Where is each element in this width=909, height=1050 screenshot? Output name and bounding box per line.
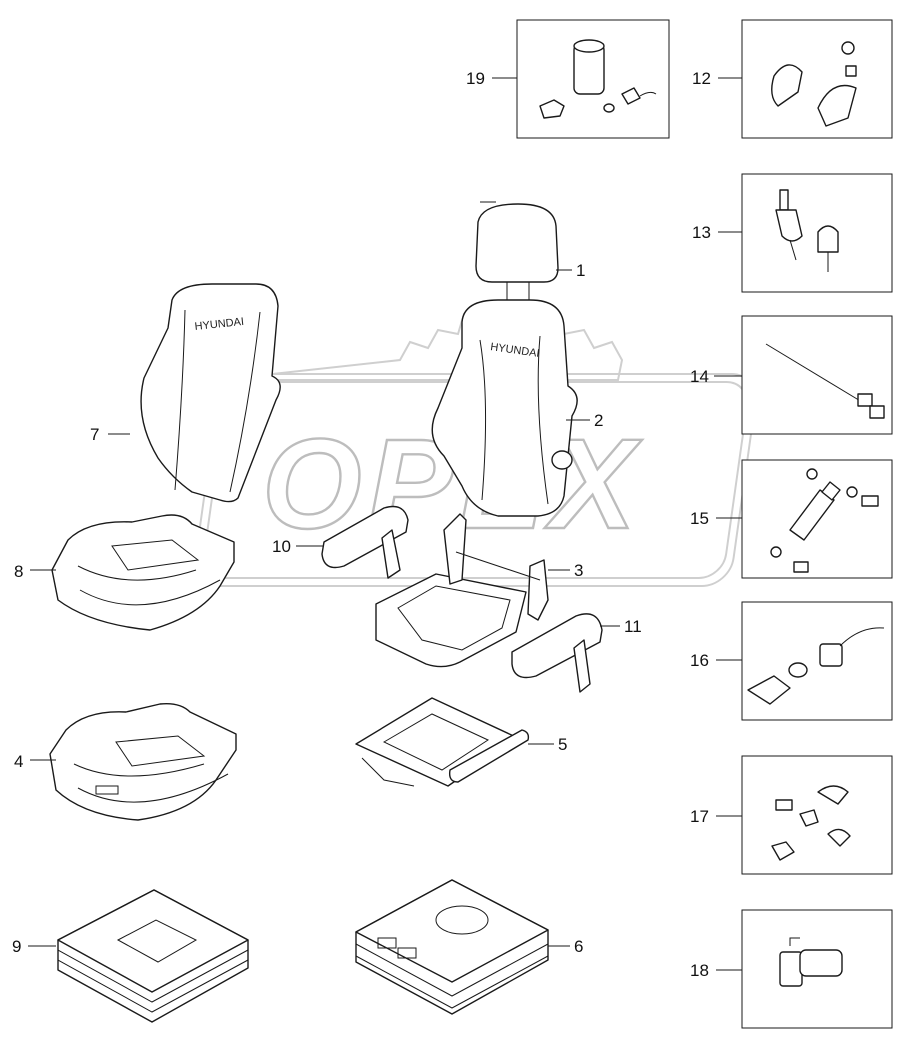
callout-15: 15: [690, 509, 709, 528]
part-11-armrest-right[interactable]: [511, 613, 603, 693]
callout-6: 6: [574, 937, 583, 956]
seat-brand-left: HYUNDAI: [194, 316, 244, 333]
callout-14: 14: [690, 367, 709, 386]
part-16-box[interactable]: [741, 601, 893, 721]
part-4-seat-cushion[interactable]: [49, 702, 237, 821]
callout-11: 11: [624, 617, 642, 636]
part-3-seat-frame[interactable]: [375, 513, 549, 668]
part-5-slide-frame[interactable]: [355, 697, 530, 787]
part-14-box[interactable]: [741, 315, 893, 435]
callout-17: 17: [690, 807, 709, 826]
part-17-box[interactable]: [741, 755, 893, 875]
callout-10: 10: [272, 537, 291, 556]
callout-16: 16: [690, 651, 709, 670]
part-1-headrest[interactable]: [475, 201, 559, 312]
callout-13: 13: [692, 223, 711, 242]
part-10-armrest-left[interactable]: [321, 505, 409, 579]
callout-19: 19: [466, 69, 485, 88]
part-8-seat-cushion[interactable]: [51, 514, 235, 631]
part-7-seat-back[interactable]: HYUNDAI: [140, 283, 281, 503]
callout-8: 8: [14, 562, 23, 581]
part-9-suspension-base[interactable]: [57, 889, 249, 1023]
part-6-suspension-assembly[interactable]: [355, 879, 549, 1015]
callout-2: 2: [594, 411, 603, 430]
part-13-box[interactable]: [741, 173, 893, 293]
callout-9: 9: [12, 937, 21, 956]
part-2-seat-back[interactable]: HYUNDAI: [431, 299, 578, 517]
part-15-box[interactable]: [741, 459, 893, 579]
callout-1: 1: [576, 261, 585, 280]
part-19-box[interactable]: [516, 19, 670, 139]
callout-5: 5: [558, 735, 567, 754]
part-18-box[interactable]: [741, 909, 893, 1029]
callout-4: 4: [14, 752, 23, 771]
callout-3: 3: [574, 561, 583, 580]
part-12-box[interactable]: [741, 19, 893, 139]
callout-12: 12: [692, 69, 711, 88]
callout-7: 7: [90, 425, 99, 444]
callout-18: 18: [690, 961, 709, 980]
